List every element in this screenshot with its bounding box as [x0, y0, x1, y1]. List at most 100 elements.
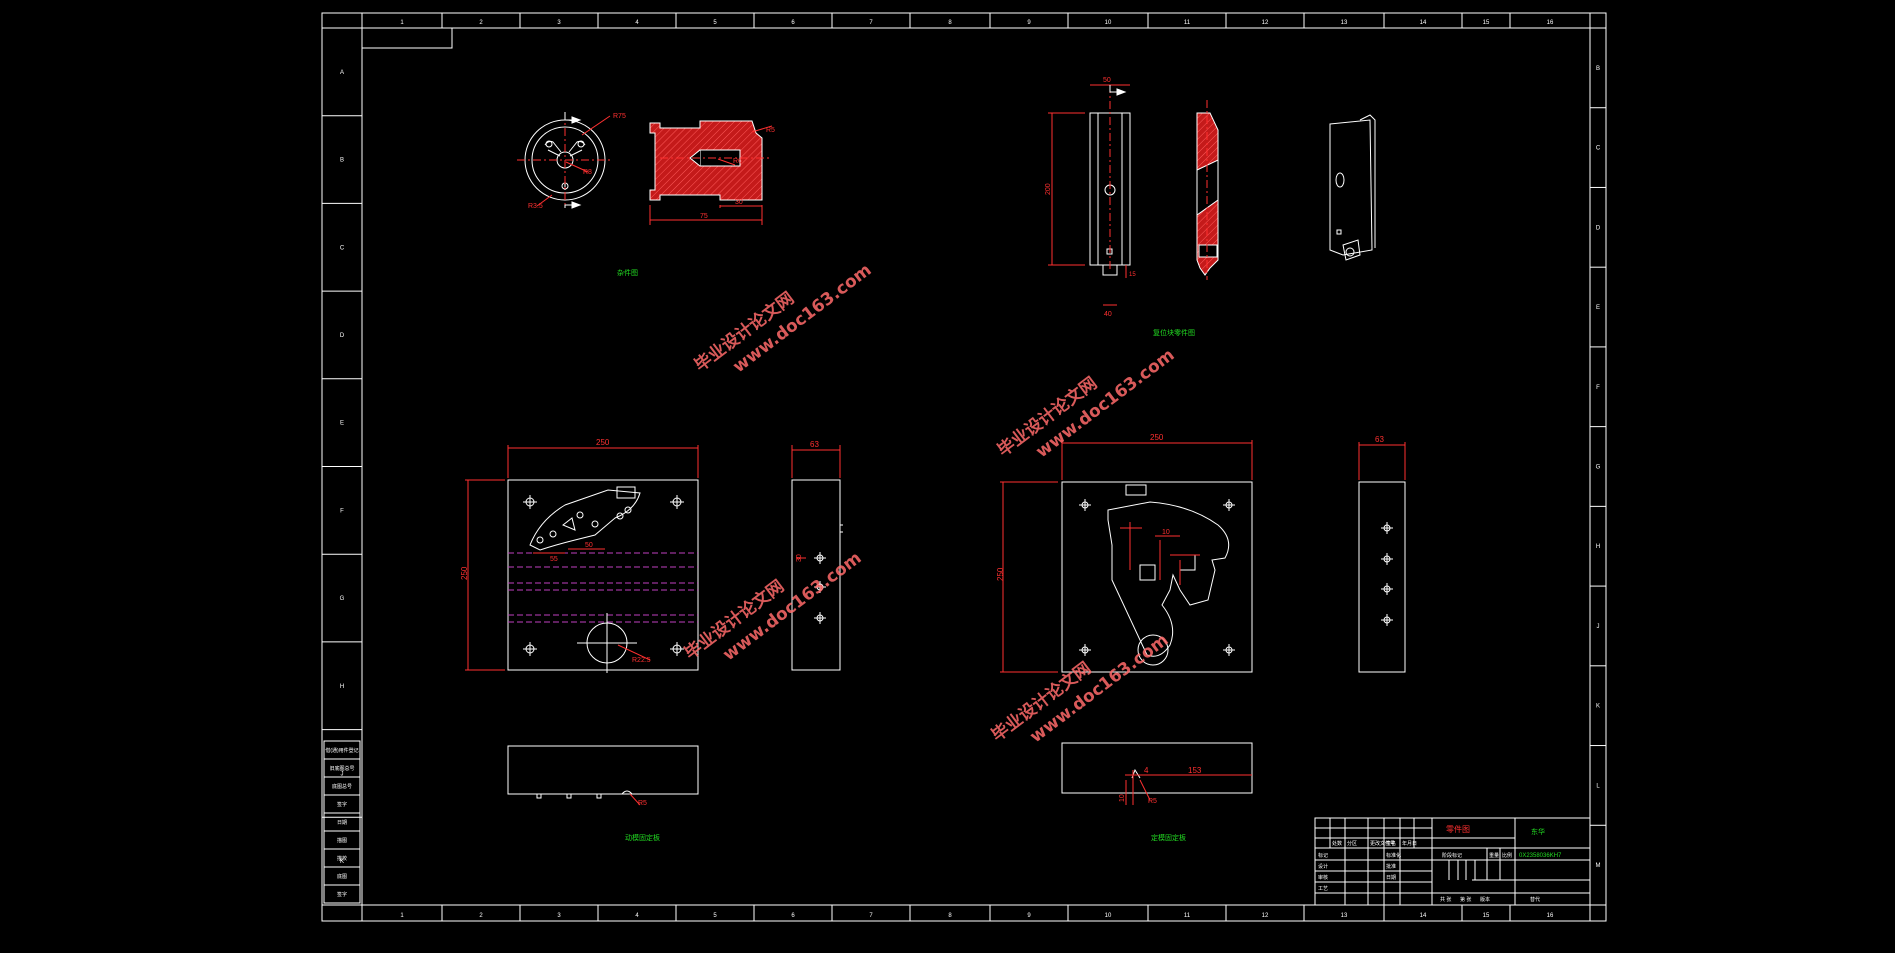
bottom-ruler-label-15: 15 [1483, 913, 1490, 919]
part4-side-view[interactable] [1358, 442, 1406, 673]
bottom-ruler-label-5: 5 [713, 913, 717, 919]
top-ruler-label-10: 10 [1105, 20, 1112, 26]
part3-dim-55: 55 [550, 556, 558, 563]
title-left-label: 审核 [1318, 874, 1328, 881]
bottom-ruler-label-16: 16 [1547, 913, 1554, 919]
part2-dim-40: 40 [1104, 311, 1112, 318]
top-ruler-label-6: 6 [791, 20, 795, 26]
watermark-4: 毕业设计论文网 www.doc163.com [987, 630, 1172, 747]
left-ruler-label-F: F [340, 508, 344, 514]
title-mid-label: 更改文件号 [1370, 840, 1395, 847]
part3-dim-50: 50 [585, 542, 593, 549]
top-ruler-label-2: 2 [479, 20, 483, 26]
bottom-ruler-label-7: 7 [869, 913, 873, 919]
title-mid-label: 处数 [1332, 840, 1342, 847]
ruler-ticks [322, 13, 1606, 921]
bottom-ruler-label-14: 14 [1420, 913, 1427, 919]
bottom-ruler-label-9: 9 [1027, 913, 1031, 919]
part4-dim-250h: 250 [996, 567, 1005, 581]
part1-dim-r8: R8 [583, 169, 592, 176]
part2-caption: 复位块零件图 [1153, 328, 1195, 337]
side-table-cell: 描校 [337, 855, 347, 862]
part4-bottom-view[interactable] [1061, 742, 1253, 805]
top-ruler-label-4: 4 [635, 20, 639, 26]
top-ruler-label-3: 3 [557, 20, 561, 26]
bottom-ruler-label-2: 2 [479, 913, 483, 919]
part1-dim-r5: R5 [766, 127, 775, 134]
part4-dim-4: 4 [1144, 766, 1149, 775]
part3-side-view[interactable] [791, 445, 843, 671]
watermark-2: 毕业设计论文网 www.doc163.com [993, 345, 1178, 462]
part3-dim-30: 30 [796, 554, 803, 562]
part4-top-view[interactable] [1000, 440, 1253, 673]
bottom-ruler-label-8: 8 [948, 913, 952, 919]
title-left-label: 工艺 [1318, 886, 1328, 892]
part4-dim-153: 153 [1188, 766, 1202, 775]
title-bottom-label: 替代 [1530, 896, 1540, 903]
top-ruler-label-11: 11 [1184, 20, 1191, 26]
right-ruler-label-B: B [1596, 66, 1600, 72]
part3-bottom-view[interactable] [507, 745, 699, 806]
bottom-ruler-label-4: 4 [635, 913, 639, 919]
part3-caption: 动模固定板 [625, 833, 660, 842]
right-ruler-label-H: H [1596, 544, 1600, 550]
top-ruler-label-16: 16 [1547, 20, 1554, 26]
drawing-frame [321, 12, 1607, 922]
part1-front-view[interactable] [517, 112, 613, 209]
left-ruler-label-K: K [340, 859, 344, 865]
top-ruler-label-1: 1 [400, 20, 404, 26]
left-ruler-label-A: A [340, 70, 344, 76]
part1-caption: 杂件图 [617, 268, 638, 277]
top-ruler-label-13: 13 [1341, 20, 1348, 26]
title-bottom-label: 版本 [1480, 896, 1490, 903]
right-ruler-label-K: K [1596, 704, 1600, 710]
title-block-name: 零件图 [1446, 824, 1470, 834]
part3-dim-r5: R5 [638, 800, 647, 807]
left-ruler-label-B: B [340, 158, 344, 164]
part1-dim-r75: R75 [613, 113, 626, 120]
top-ruler-label-12: 12 [1262, 20, 1269, 26]
part1-dim-r35: R3.5 [528, 203, 543, 210]
part2-dim-200: 200 [1045, 183, 1052, 195]
title-stage-label: 重量 [1489, 852, 1499, 859]
title-left-label: 标记 [1318, 852, 1328, 859]
part4-dim-63: 63 [1375, 435, 1384, 444]
part4-dim-10: 10 [1162, 529, 1170, 536]
watermark-3: 毕业设计论文网 www.doc163.com [680, 548, 865, 665]
left-ruler-label-E: E [340, 421, 344, 427]
right-ruler-label-D: D [1596, 225, 1601, 231]
part2-section-view[interactable] [1196, 100, 1219, 280]
part2-iso-view[interactable] [1329, 114, 1376, 261]
part3-top-view[interactable] [465, 445, 699, 673]
part3-dim-250w: 250 [596, 438, 610, 447]
part1-section-view[interactable] [649, 120, 773, 225]
part4-dim-10b: 10 [1119, 794, 1126, 802]
part1-dim-75: 75 [700, 213, 708, 220]
bottom-ruler-label-13: 13 [1341, 913, 1348, 919]
top-ruler-label-8: 8 [948, 20, 952, 26]
title-stage-label: 阶段标记 [1442, 852, 1462, 859]
left-ruler-label-G: G [340, 596, 345, 602]
right-ruler-label-F: F [1596, 385, 1600, 391]
bottom-ruler-label-10: 10 [1105, 913, 1112, 919]
title-block-code: 东华 [1531, 827, 1545, 836]
bottom-ruler-label-1: 1 [400, 913, 404, 919]
part1-dim-30: 30 [735, 199, 743, 206]
part2-front-view[interactable] [1048, 84, 1131, 306]
title-col-label: 日期 [1386, 875, 1396, 881]
right-ruler-label-C: C [1596, 146, 1601, 152]
title-block-labels: 标记设计审核工艺处数分区更改文件号签名年月日标准化批准日期阶段标记重量比例共 张… [1318, 840, 1540, 903]
part4-caption: 定模固定板 [1151, 833, 1186, 842]
left-ruler-label-J: J [341, 771, 344, 777]
side-table-cell: 描图 [337, 837, 347, 844]
right-ruler-label-L: L [1596, 783, 1600, 789]
part4-dim-250w: 250 [1150, 433, 1164, 442]
title-left-label: 设计 [1318, 863, 1328, 870]
title-col-label: 批准 [1386, 863, 1396, 870]
right-ruler-label-J: J [1597, 624, 1600, 630]
title-block-sub: 0X2358036KH7 [1519, 853, 1562, 859]
title-mid-label: 分区 [1347, 840, 1357, 847]
